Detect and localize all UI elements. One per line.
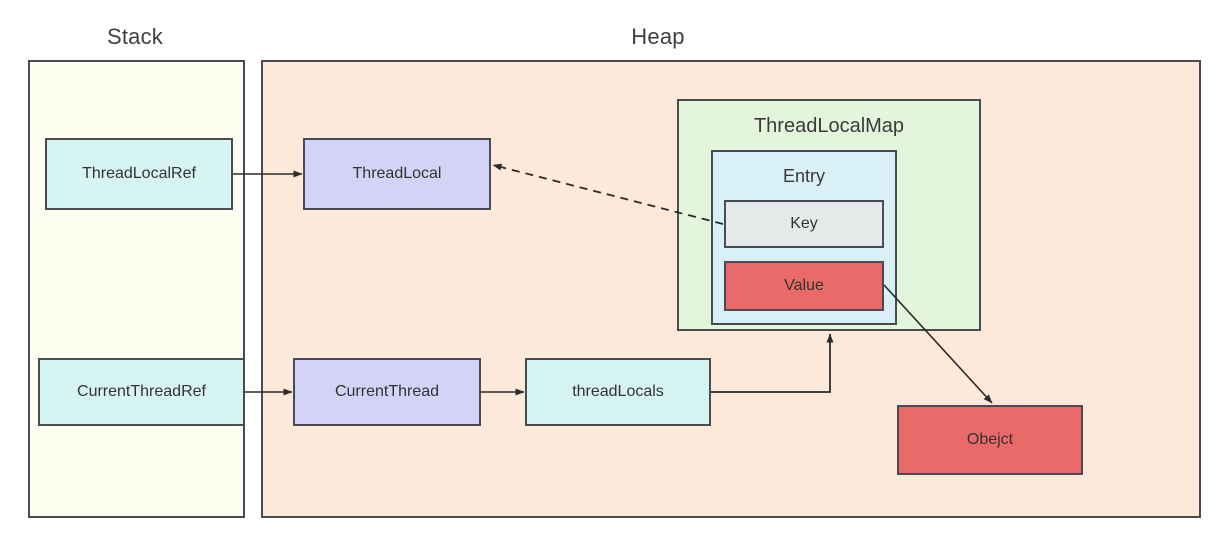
node-current-thread-ref[interactable]: CurrentThreadRef bbox=[38, 358, 245, 426]
node-current-thread-label: CurrentThread bbox=[334, 383, 440, 400]
node-object[interactable]: Obejct bbox=[897, 405, 1083, 475]
node-object-label: Obejct bbox=[966, 431, 1014, 448]
node-thread-local-ref[interactable]: ThreadLocalRef bbox=[45, 138, 233, 210]
node-entry-key[interactable]: Key bbox=[724, 200, 884, 248]
node-current-thread[interactable]: CurrentThread bbox=[293, 358, 481, 426]
group-entry-label: Entry bbox=[782, 166, 825, 186]
stack-container bbox=[28, 60, 245, 518]
node-entry-key-label: Key bbox=[790, 215, 818, 232]
node-thread-local-ref-label: ThreadLocalRef bbox=[82, 165, 196, 182]
stack-region-title: Stack bbox=[106, 24, 164, 49]
node-thread-locals-label: threadLocals bbox=[572, 383, 664, 400]
node-thread-local[interactable]: ThreadLocal bbox=[303, 138, 491, 210]
node-current-thread-ref-label: CurrentThreadRef bbox=[77, 383, 206, 400]
heap-region-title: Heap bbox=[631, 24, 685, 49]
node-entry-value[interactable]: Value bbox=[724, 261, 884, 311]
node-entry-value-label: Value bbox=[784, 277, 824, 294]
node-thread-local-label: ThreadLocal bbox=[352, 165, 442, 182]
group-thread-local-map-label: ThreadLocalMap bbox=[753, 115, 905, 137]
node-thread-locals[interactable]: threadLocals bbox=[525, 358, 711, 426]
